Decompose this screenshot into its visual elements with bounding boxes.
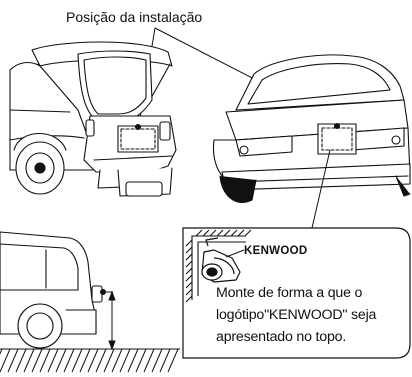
mounting-height-arrow (108, 290, 116, 351)
callout-leader-line (311, 149, 331, 229)
ground-hatching (0, 348, 180, 373)
van-side-illustration (0, 231, 103, 349)
instruction-line-2: logótipo"KENWOOD" seja (216, 307, 377, 323)
suv-rear-illustration (9, 41, 177, 197)
callout-box (182, 227, 411, 359)
wall-bracket-detail (185, 229, 252, 303)
brand-pointer: KENWOOD (225, 245, 307, 258)
instruction-line-1: Monte de forma a que o (216, 285, 363, 301)
brand-logo-label: KENWOOD (244, 245, 307, 257)
instruction-line-3: apresentado no topo. (216, 329, 347, 345)
sedan-rear-illustration (212, 54, 411, 203)
mounting-instruction: Monte de forma a que o logótipo"KENWOOD"… (216, 282, 402, 348)
rear-camera-detail (201, 237, 241, 283)
installation-position-label: Posição da instalação (66, 9, 202, 25)
